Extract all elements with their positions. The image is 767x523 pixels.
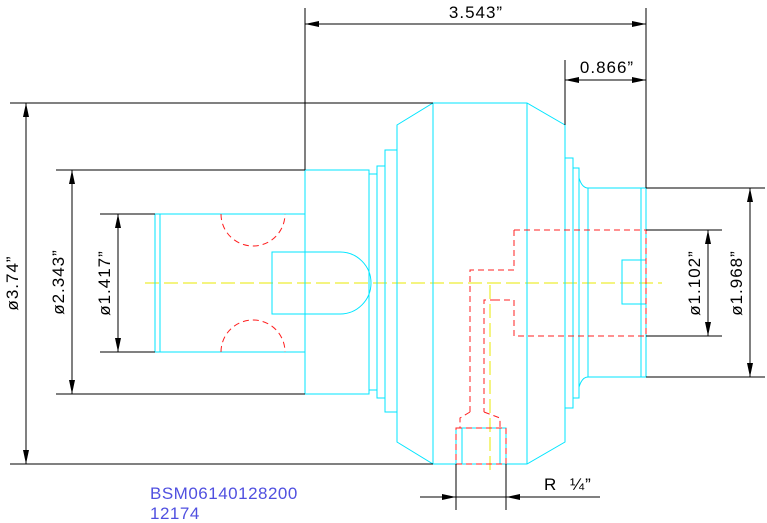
threaded-port <box>455 427 507 465</box>
dim-bore-diameter: ø1.102” <box>685 250 704 316</box>
dim-flange-diameter: ø2.343” <box>49 249 68 315</box>
flange-section <box>304 169 370 395</box>
part-number-note: BSM06140128200 12174 <box>150 484 298 523</box>
key-slot <box>271 251 372 315</box>
hidden-features <box>220 213 647 465</box>
drive-key <box>621 259 647 305</box>
dim-shank-diameter: ø1.968” <box>727 250 746 316</box>
dimension-lines <box>10 8 765 510</box>
dim-overall-length: 3.543” <box>449 3 503 22</box>
dim-body-diameter: ø3.74” <box>3 255 22 310</box>
dim-pilot-diameter: ø1.417” <box>95 250 114 316</box>
part-number: BSM06140128200 <box>150 484 298 503</box>
dim-right-step-length: 0.866” <box>580 58 634 77</box>
part-code: 12174 <box>150 504 200 523</box>
part-outline <box>154 102 647 465</box>
dim-radius-value: ¼” <box>570 475 592 494</box>
main-body <box>396 102 566 465</box>
dim-radius-label: R <box>544 475 557 494</box>
